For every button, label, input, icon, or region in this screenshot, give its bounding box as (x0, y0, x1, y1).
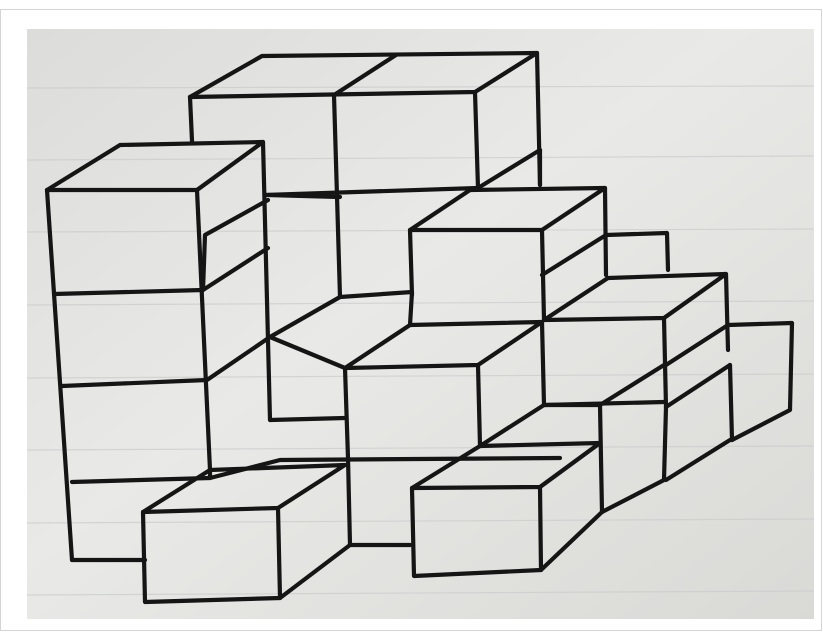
cube-stack-drawing (27, 29, 814, 619)
cube-stack-photo (27, 29, 814, 619)
